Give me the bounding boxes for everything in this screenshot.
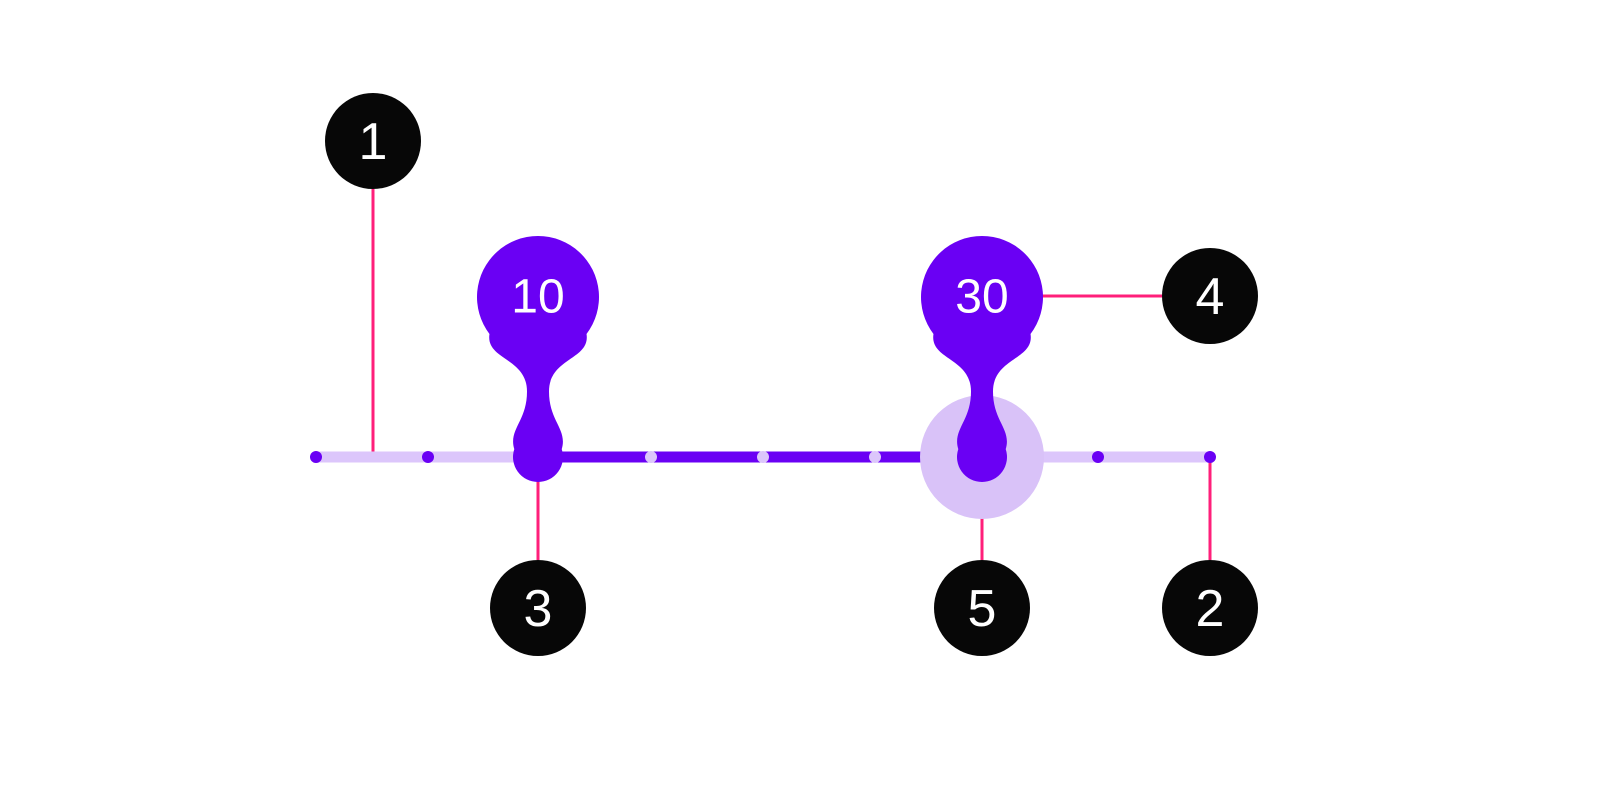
annotation-badge-3[interactable]: 3 — [490, 560, 586, 656]
slider-mark-7 — [1092, 451, 1104, 463]
slider-thumb-with-value-label[interactable] — [476, 235, 599, 482]
annotation-badge-number: 5 — [968, 580, 997, 638]
annotation-badge-circle[interactable] — [934, 560, 1030, 656]
slider-mark-3 — [645, 451, 657, 463]
slider-mark-5 — [869, 451, 881, 463]
annotation-connectors — [371, 189, 1212, 560]
annotation-badge-5[interactable]: 5 — [934, 560, 1030, 656]
slider-value-text: 10 — [511, 271, 564, 324]
annotation-badge-number: 1 — [359, 113, 388, 171]
annotation-badge-number: 4 — [1196, 268, 1225, 326]
slider-thumbs[interactable] — [476, 235, 1043, 483]
annotation-badge-4[interactable]: 4 — [1162, 248, 1258, 344]
annotation-badge-2[interactable]: 2 — [1162, 560, 1258, 656]
slider-mark-0 — [310, 451, 322, 463]
annotation-badge-circle[interactable] — [490, 560, 586, 656]
slider-thumb-with-value-label[interactable] — [921, 236, 1043, 483]
annotation-badge-circle[interactable] — [325, 93, 421, 189]
slider-value-text: 30 — [955, 271, 1008, 324]
annotation-badge-circle[interactable] — [1162, 560, 1258, 656]
annotation-badge-number: 2 — [1196, 580, 1225, 638]
slider-marks — [310, 451, 1216, 463]
annotation-badge-circle[interactable] — [1162, 248, 1258, 344]
annotation-badge-number: 3 — [524, 580, 553, 638]
slider-mark-4 — [757, 451, 769, 463]
annotation-badge-1[interactable]: 1 — [325, 93, 421, 189]
slider-mark-1 — [422, 451, 434, 463]
slider-mark-8 — [1204, 451, 1216, 463]
slider-value-labels: 10 30 — [511, 271, 1008, 324]
annotation-badges[interactable]: 1 2 3 4 5 — [325, 93, 1258, 656]
